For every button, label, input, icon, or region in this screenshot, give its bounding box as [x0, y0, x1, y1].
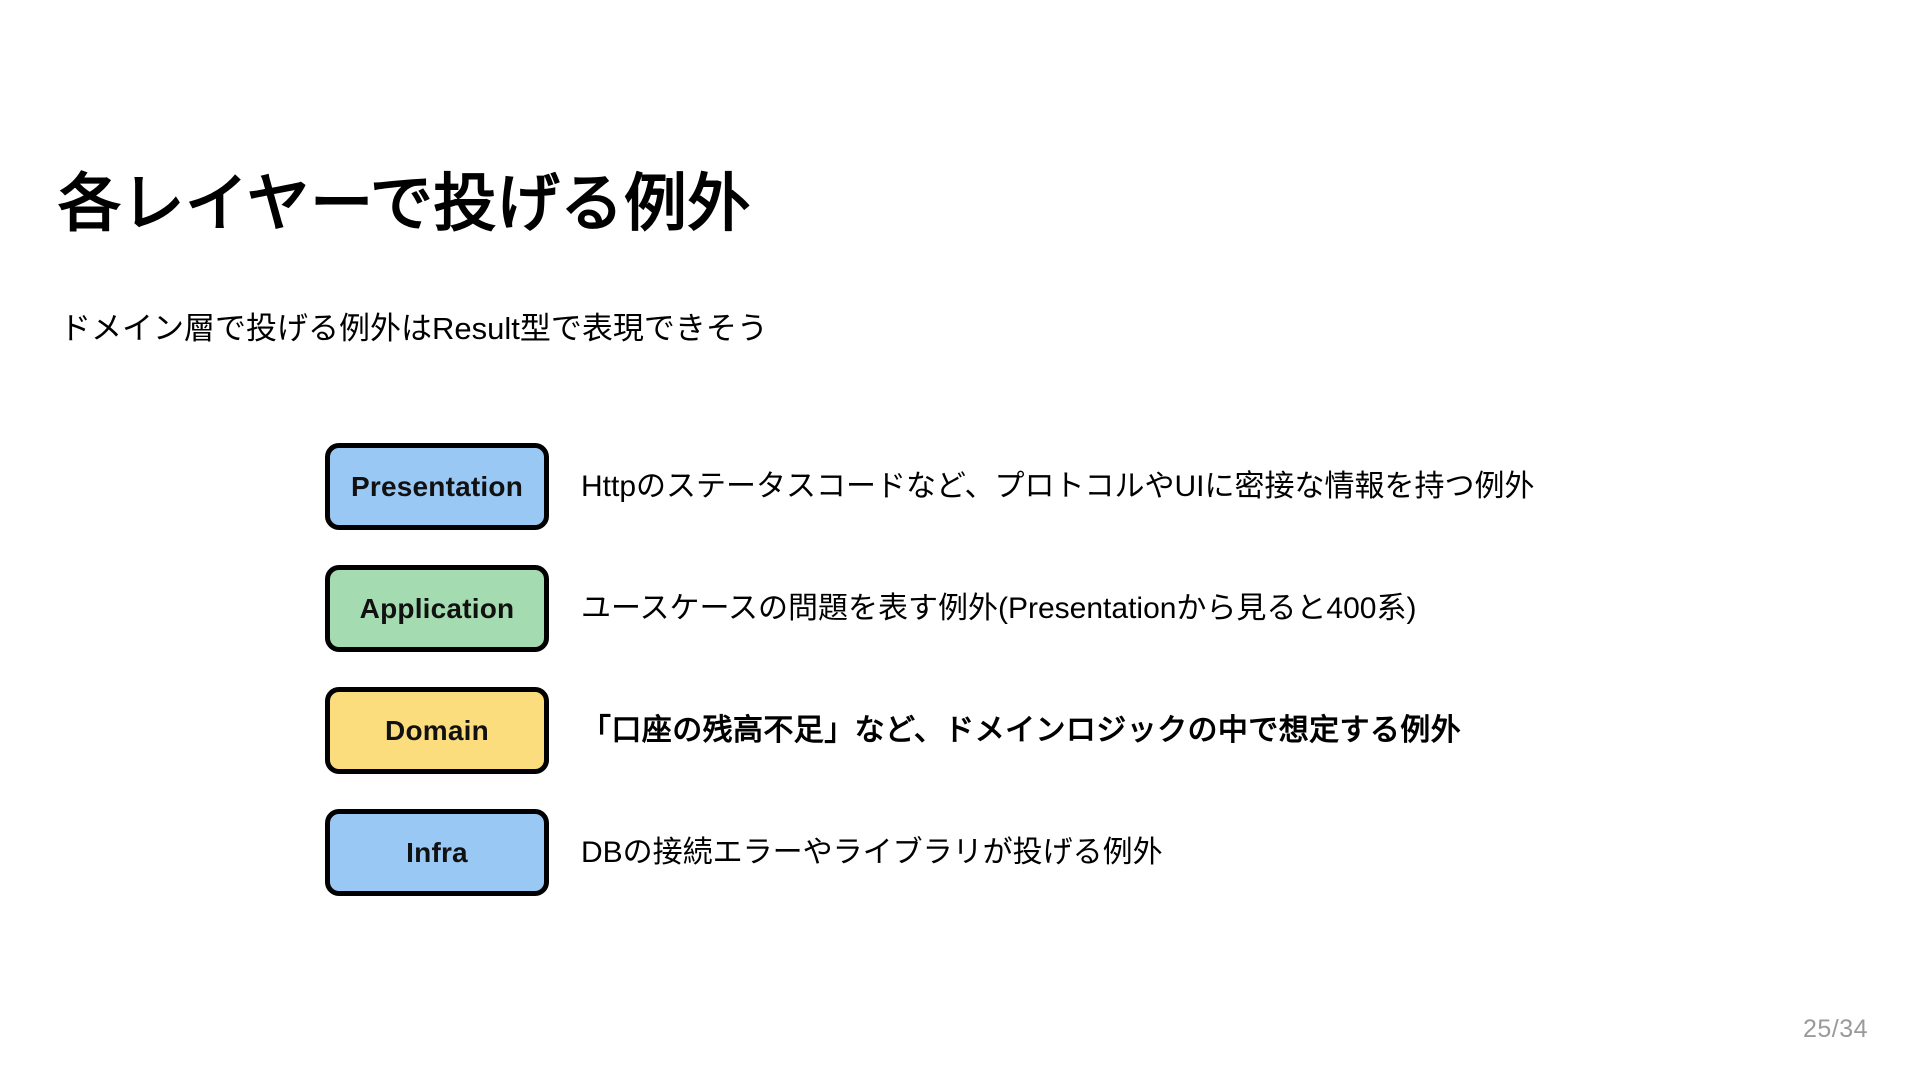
layer-description-application: ユースケースの問題を表す例外(Presentationから見ると400系): [581, 591, 1417, 625]
layer-description-presentation: Httpのステータスコードなど、プロトコルやUIに密接な情報を持つ例外: [581, 469, 1535, 503]
layer-diagram: Presentation Httpのステータスコードなど、プロトコルやUIに密接…: [0, 443, 1920, 931]
slide-subtitle: ドメイン層で投げる例外はResult型で表現できそう: [60, 311, 768, 346]
layer-box-infra[interactable]: Infra: [325, 809, 549, 896]
layer-box-label-infra: Infra: [406, 836, 468, 868]
layer-description-domain: 「口座の残高不足」など、ドメインロジックの中で想定する例外: [581, 713, 1462, 747]
layer-row-presentation: Presentation Httpのステータスコードなど、プロトコルやUIに密接…: [0, 443, 1920, 565]
layer-box-presentation[interactable]: Presentation: [325, 443, 549, 530]
page-title: 各レイヤーで投げる例外: [58, 169, 751, 239]
layer-box-application[interactable]: Application: [325, 565, 549, 652]
page-number: 25/34: [1802, 1015, 1868, 1043]
layer-row-infra: Infra DBの接続エラーやライブラリが投げる例外: [0, 809, 1920, 931]
layer-description-infra: DBの接続エラーやライブラリが投げる例外: [581, 835, 1163, 869]
layer-box-label-domain: Domain: [385, 714, 489, 746]
layer-row-domain: Domain 「口座の残高不足」など、ドメインロジックの中で想定する例外: [0, 687, 1920, 809]
layer-box-label-presentation: Presentation: [351, 470, 523, 502]
layer-row-application: Application ユースケースの問題を表す例外(Presentationか…: [0, 565, 1920, 687]
layer-box-domain[interactable]: Domain: [325, 687, 549, 774]
layer-box-label-application: Application: [359, 592, 515, 624]
